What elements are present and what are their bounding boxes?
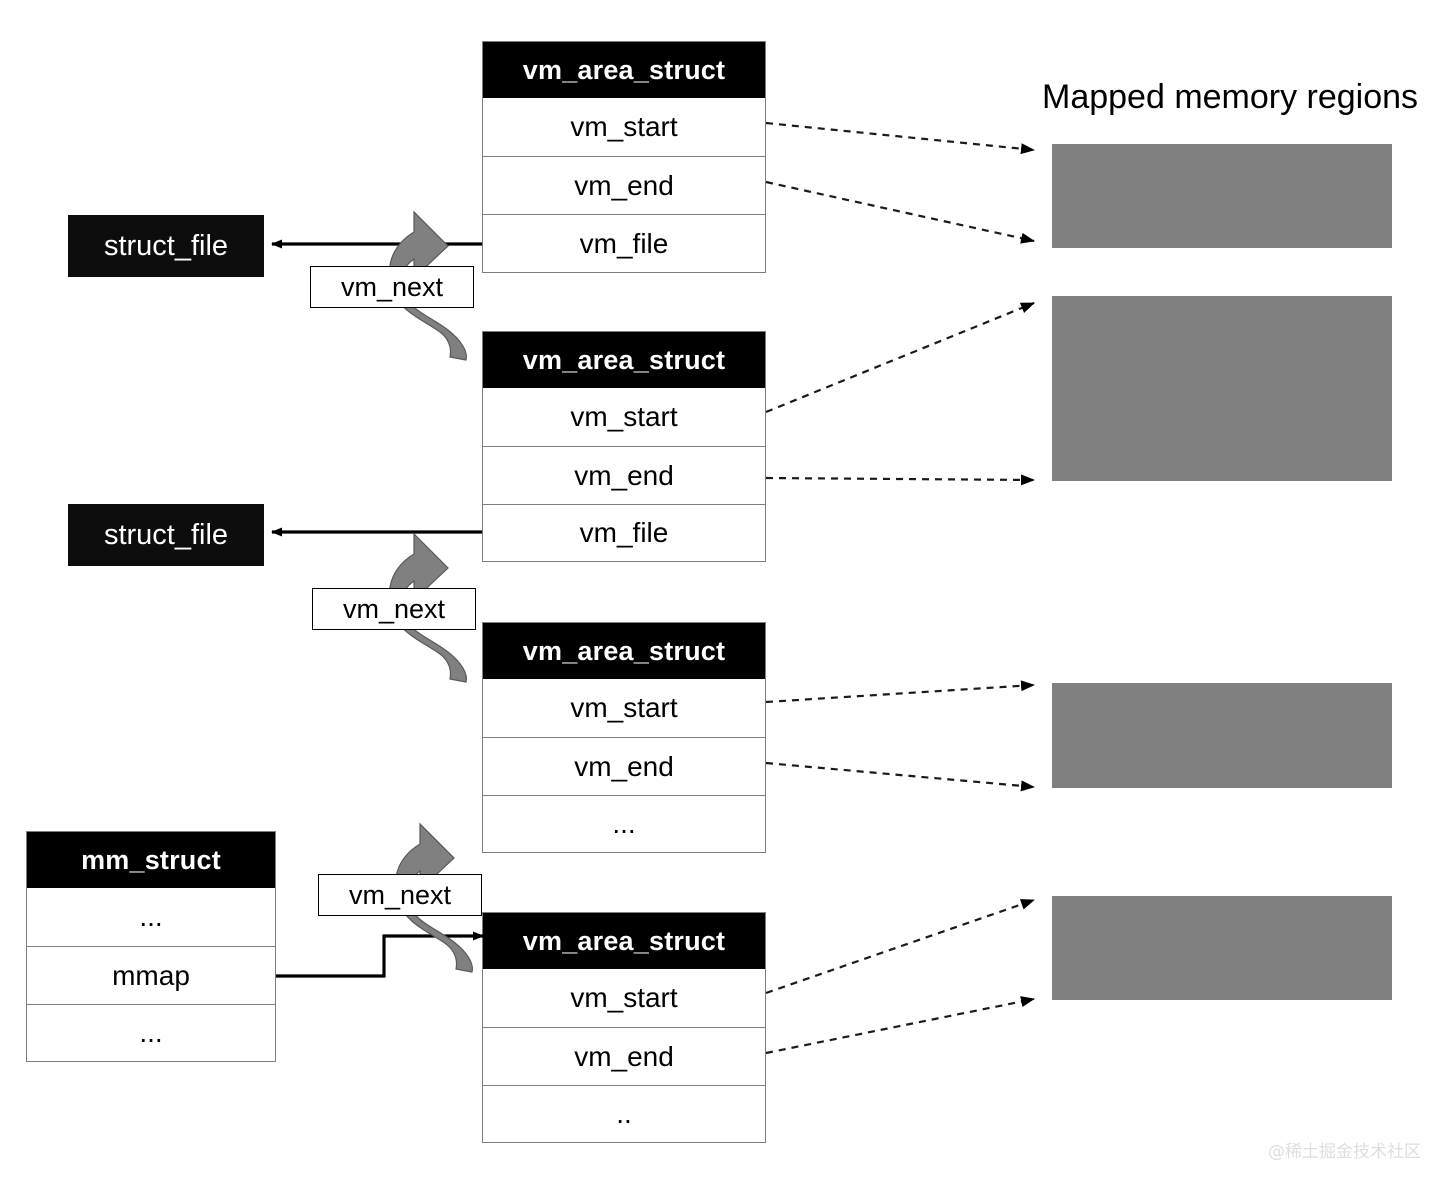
mm-struct-title: mm_struct <box>27 832 275 888</box>
watermark: @稀土掘金技术社区 <box>1268 1142 1421 1162</box>
mm-struct-row-ellipsis-bottom: ... <box>27 1004 275 1061</box>
vm-area-struct-2-title: vm_area_struct <box>483 332 765 388</box>
vm-next-text-1: vm_next <box>340 271 444 302</box>
vm-next-label-3: vm_next <box>318 874 482 916</box>
vm-area-struct-1-title: vm_area_struct <box>483 42 765 98</box>
struct-file-label-1: struct_file <box>103 229 229 262</box>
vm-area-struct-3-row-ellipsis: ... <box>483 795 765 852</box>
vm-next-label-2: vm_next <box>312 588 476 630</box>
vm-area-struct-1: vm_area_struct vm_start vm_end vm_file <box>482 41 766 273</box>
mapping-arrows-vma-4 <box>765 898 1035 1055</box>
memory-region-4 <box>1052 896 1392 1000</box>
mm-struct-row-ellipsis-top: ... <box>27 888 275 946</box>
vm-area-struct-3-row-vm-end: vm_end <box>483 737 765 795</box>
vm-area-struct-2-row-vm-start: vm_start <box>483 388 765 446</box>
vm-area-struct-3-title: vm_area_struct <box>483 623 765 679</box>
mapping-arrows-vma-3 <box>765 680 1035 792</box>
mapping-arrows-vma-1 <box>765 121 1035 244</box>
struct-file-box-2: struct_file <box>68 504 264 566</box>
vm-area-struct-2: vm_area_struct vm_start vm_end vm_file <box>482 331 766 562</box>
mm-struct: mm_struct ... mmap ... <box>26 831 276 1062</box>
mapping-arrows-vma-2 <box>765 301 1035 486</box>
vm-area-struct-1-row-vm-end: vm_end <box>483 156 765 214</box>
vm-area-struct-4: vm_area_struct vm_start vm_end .. <box>482 912 766 1143</box>
vm-area-struct-1-row-vm-file: vm_file <box>483 214 765 272</box>
vm-area-struct-3-row-vm-start: vm_start <box>483 679 765 737</box>
vm-area-struct-2-row-vm-file: vm_file <box>483 504 765 561</box>
vm-area-struct-4-title: vm_area_struct <box>483 913 765 969</box>
memory-region-3 <box>1052 683 1392 788</box>
memory-region-1 <box>1052 144 1392 248</box>
vm-next-label-1: vm_next <box>310 266 474 308</box>
vm-area-struct-2-row-vm-end: vm_end <box>483 446 765 504</box>
vm-area-struct-3: vm_area_struct vm_start vm_end ... <box>482 622 766 853</box>
vm-next-text-2: vm_next <box>342 593 446 624</box>
mmap-to-vma4-connector <box>276 931 484 978</box>
vm-area-struct-1-row-vm-start: vm_start <box>483 98 765 156</box>
page-title: Mapped memory regions <box>1042 78 1419 116</box>
vm-area-struct-4-row-ellipsis: .. <box>483 1085 765 1142</box>
struct-file-label-2: struct_file <box>103 518 229 551</box>
memory-region-2 <box>1052 296 1392 481</box>
struct-file-box-1: struct_file <box>68 215 264 277</box>
vm-area-struct-4-row-vm-start: vm_start <box>483 969 765 1027</box>
mm-struct-row-mmap: mmap <box>27 946 275 1004</box>
vm-next-text-3: vm_next <box>348 879 452 910</box>
vm-area-struct-4-row-vm-end: vm_end <box>483 1027 765 1085</box>
